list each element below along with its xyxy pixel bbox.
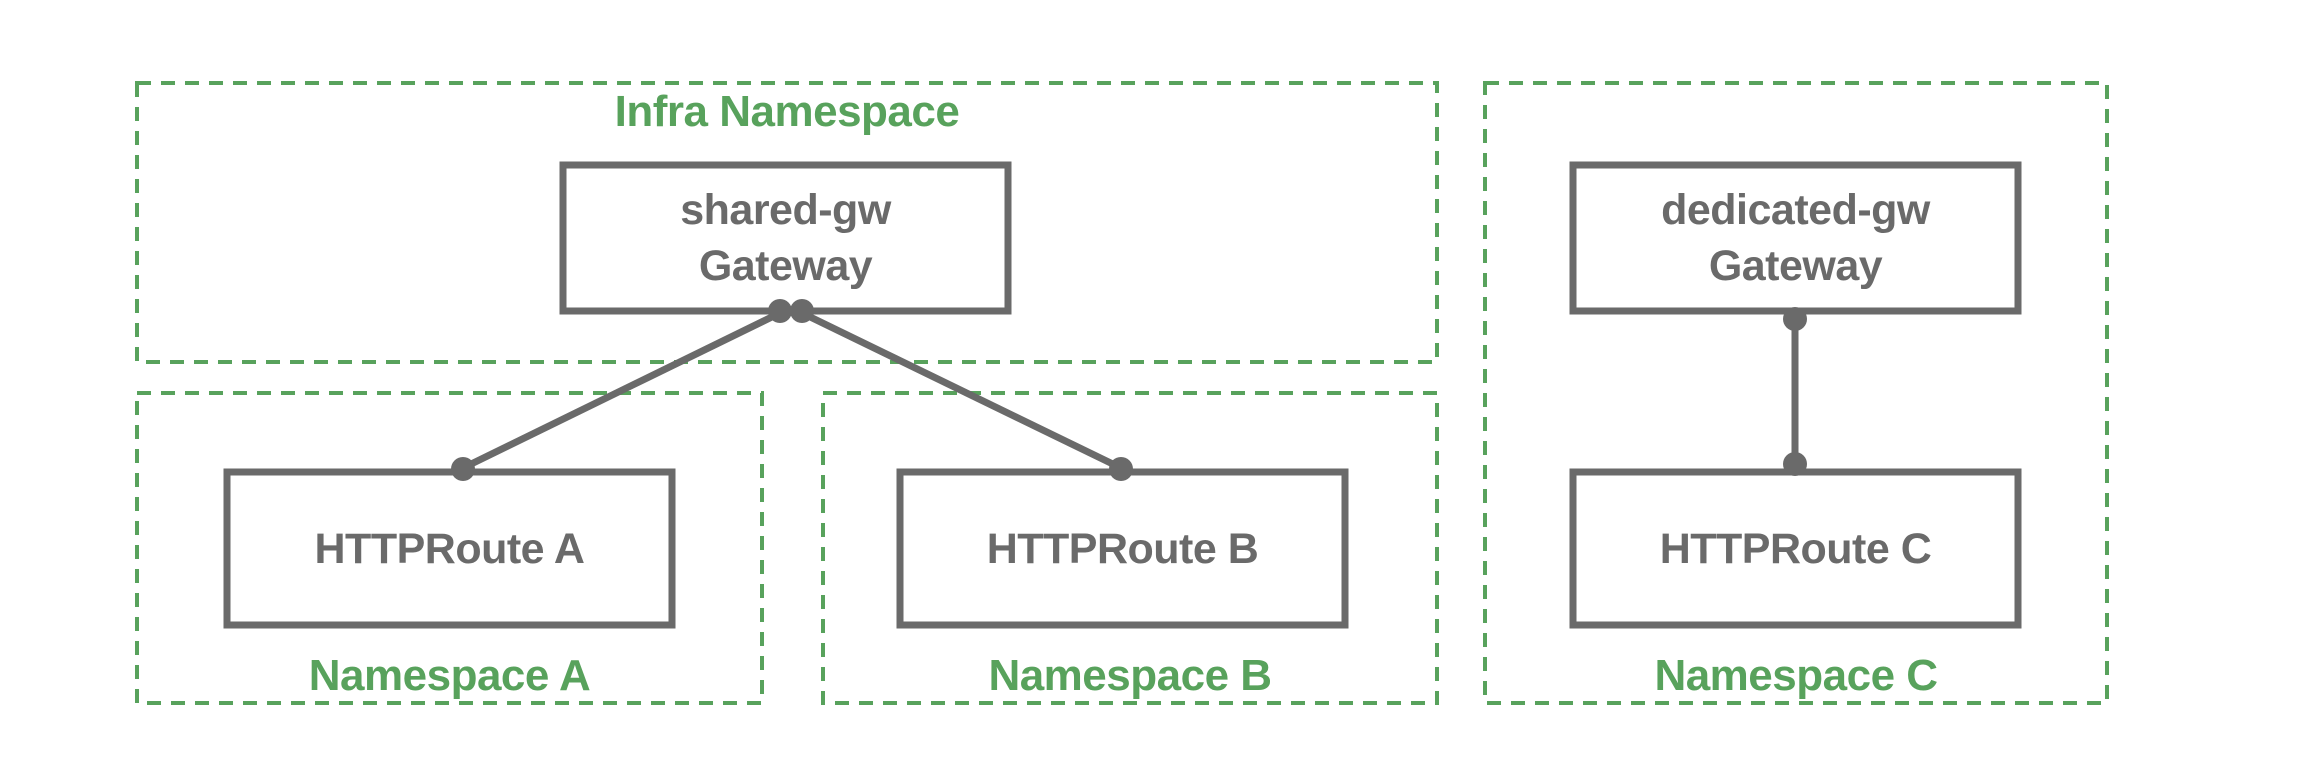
- namespace-c-boundary: [1483, 81, 2109, 705]
- namespace-b-boundary: [821, 391, 1439, 705]
- infra-namespace-boundary: [135, 81, 1439, 364]
- attachment-dot-route-b: [1109, 457, 1133, 481]
- httproute-a-box: [223, 468, 676, 629]
- attachment-dot-shared-gw-right: [790, 299, 814, 323]
- httproute-c-box: [1569, 468, 2022, 629]
- attachment-dot-route-c: [1783, 452, 1807, 476]
- namespace-a-boundary: [135, 391, 764, 705]
- attachment-dot-dedicated-gw: [1783, 307, 1807, 331]
- httproute-b-box: [896, 468, 1349, 629]
- attachment-dot-route-a: [451, 457, 475, 481]
- connector-shared-gw-to-route-a: [461, 309, 782, 472]
- shared-gw-gateway-box: [559, 161, 1012, 315]
- attachment-dot-shared-gw-left: [768, 299, 792, 323]
- connector-shared-gw-to-route-b: [800, 309, 1123, 472]
- dedicated-gw-gateway-box: [1569, 161, 2022, 315]
